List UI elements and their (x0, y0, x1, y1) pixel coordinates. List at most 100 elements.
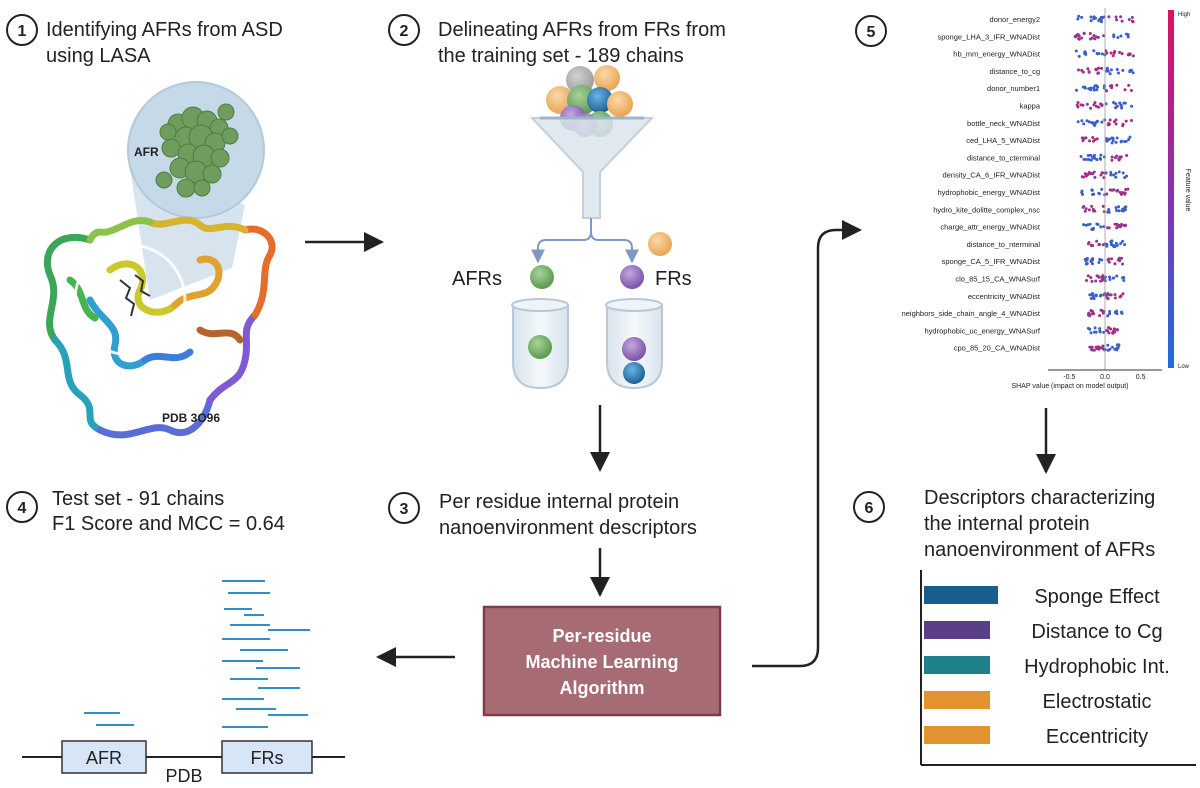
shap-point (1087, 157, 1091, 161)
shap-point (1087, 70, 1091, 74)
shap-point (1084, 207, 1088, 211)
ml-box-line3: Algorithm (560, 678, 645, 698)
shap-point (1079, 103, 1083, 107)
shap-point (1108, 309, 1112, 313)
shap-point (1089, 19, 1093, 23)
shap-point (1120, 52, 1124, 56)
shap-feature-row (1086, 239, 1127, 249)
shap-point (1115, 226, 1119, 230)
afr-zoom-label: AFR (134, 145, 159, 159)
shap-point (1105, 192, 1109, 196)
shap-feature-row (1086, 326, 1119, 335)
shap-point (1110, 155, 1114, 159)
shap-feature-row (1080, 187, 1130, 197)
shap-point (1090, 36, 1094, 40)
svg-text:2: 2 (400, 23, 409, 40)
shap-feature-label: hydro_kite_dolitte_complex_nsc (933, 205, 1040, 214)
shap-point (1105, 329, 1109, 333)
shap-point (1120, 19, 1124, 23)
shap-point (1124, 188, 1128, 192)
shap-point (1119, 225, 1123, 229)
shap-point (1085, 256, 1089, 260)
shap-point (1094, 104, 1098, 108)
shap-point (1090, 262, 1094, 266)
ml-box-line2: Machine Learning (525, 652, 678, 672)
shap-feature-label: hydrophobic_uc_energy_WNASurf (925, 326, 1041, 335)
shap-point (1082, 175, 1086, 179)
shap-point (1130, 104, 1134, 108)
shap-point (1105, 69, 1109, 73)
shap-feature-row (1084, 274, 1126, 283)
shap-point (1115, 83, 1119, 87)
shap-point (1121, 122, 1125, 126)
colorbar-high-label: High (1178, 12, 1190, 18)
shap-point (1100, 171, 1104, 175)
shap-point (1081, 70, 1085, 74)
shap-point (1109, 240, 1113, 244)
shap-point (1126, 35, 1130, 39)
shap-feature-label: eccentricity_WNADist (968, 292, 1041, 301)
shap-point (1110, 257, 1114, 261)
shap-point (1089, 153, 1093, 157)
shap-point (1091, 207, 1095, 211)
shap-point (1076, 32, 1080, 36)
step-1-title-line1: Identifying AFRs from ASD (46, 19, 283, 41)
descriptor-label: Eccentricity (1046, 726, 1148, 748)
step-6-title-line3: nanoenvironment of AFRs (924, 539, 1155, 561)
shap-point (1088, 31, 1092, 35)
shap-feature-row (1081, 204, 1128, 214)
step-2-title-line1: Delineating AFRs from FRs from (438, 19, 726, 41)
shap-point (1099, 173, 1103, 177)
shap-feature-row (1082, 222, 1128, 232)
shap-point (1097, 191, 1101, 195)
shap-point (1121, 262, 1125, 266)
shap-point (1113, 293, 1117, 297)
shap-point (1109, 327, 1113, 331)
shap-point (1127, 83, 1131, 87)
shap-point (1094, 294, 1098, 298)
shap-point (1079, 154, 1083, 158)
shap-point (1123, 205, 1127, 209)
shap-point (1128, 135, 1132, 139)
shap-point (1116, 71, 1120, 75)
shap-point (1080, 192, 1084, 196)
shap-point (1097, 243, 1101, 247)
shap-feature-label: ced_LHA_5_WNADist (966, 136, 1041, 145)
shap-point (1109, 171, 1113, 175)
shap-point (1091, 192, 1095, 196)
shap-point (1087, 241, 1091, 245)
shap-point (1129, 88, 1133, 92)
shap-point (1097, 19, 1101, 23)
shap-point (1123, 224, 1127, 228)
shap-point (1099, 153, 1103, 157)
shap-point (1120, 256, 1124, 260)
shap-point (1110, 158, 1114, 162)
shap-feature-row (1088, 291, 1125, 301)
shap-feature-row (1079, 153, 1129, 162)
shap-point (1115, 243, 1119, 247)
shap-point (1085, 102, 1089, 106)
shap-point (1098, 330, 1102, 334)
descriptor-bar (924, 656, 990, 674)
shap-point (1115, 309, 1119, 313)
afr-segment-label: AFR (86, 748, 122, 768)
step-5-number: 5 (855, 15, 887, 47)
shap-feature-label: donor_number1 (987, 84, 1040, 93)
shap-point (1116, 346, 1120, 350)
shap-feature-row (1074, 49, 1135, 58)
step-2-number: 2 (388, 14, 420, 46)
shap-point (1126, 187, 1130, 191)
shap-point (1084, 279, 1088, 283)
colorbar-low-label: Low (1178, 364, 1190, 370)
shap-point (1086, 154, 1090, 158)
shap-point (1130, 19, 1134, 23)
shap-point (1092, 33, 1096, 37)
shap-point (1098, 327, 1102, 331)
shap-point (1089, 15, 1093, 19)
test-set-illustration: AFR FRs PDB (22, 580, 345, 786)
shap-point (1115, 18, 1119, 22)
shap-point (1091, 312, 1095, 316)
shap-point (1099, 279, 1103, 283)
shap-point (1102, 155, 1106, 159)
